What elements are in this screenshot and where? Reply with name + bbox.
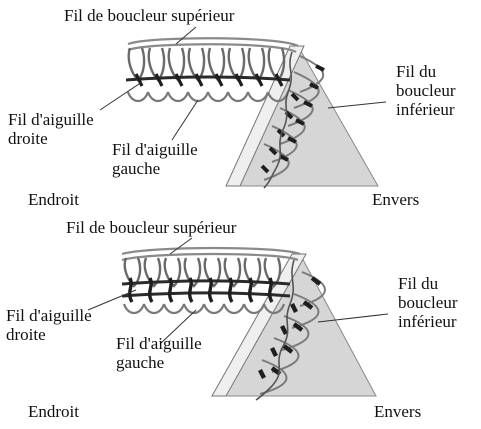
label-line: Fil d'aiguille xyxy=(112,140,198,159)
lower-looper-knots xyxy=(260,64,325,174)
label-left-needle-thread: Fil d'aiguille gauche xyxy=(112,140,198,178)
label-line: Fil d'aiguille xyxy=(6,306,92,325)
overlock-stitch-illustration-bottom xyxy=(87,237,389,401)
label-face-side: Endroit xyxy=(28,190,79,209)
needle-thread-band xyxy=(121,279,291,298)
label-upper-looper-thread: Fil de boucleur supérieur xyxy=(66,218,237,237)
needle-thread-stitches xyxy=(128,277,274,303)
label-line: Fil d'aiguille xyxy=(8,110,94,129)
lower-loops-face xyxy=(122,303,286,315)
needle-thread-band xyxy=(125,75,291,82)
edge-wavy-thread xyxy=(255,259,295,401)
label-line: inférieur xyxy=(396,100,455,119)
upper-looper-thread xyxy=(121,246,301,262)
label-lower-looper-thread: Fil du boucleur inférieur xyxy=(396,62,455,119)
label-line: Fil d'aiguille xyxy=(116,334,202,353)
label-back-side: Envers xyxy=(372,190,420,209)
label-line: droite xyxy=(6,325,46,344)
edge-wavy-thread xyxy=(263,51,293,189)
leader-lines xyxy=(99,26,387,141)
label-line: gauche xyxy=(112,159,161,178)
label-line: inférieur xyxy=(398,312,457,331)
label-back-side: Envers xyxy=(374,402,422,421)
label-line: droite xyxy=(8,129,48,148)
label-line: Fil du xyxy=(396,62,437,81)
lower-loops-face xyxy=(126,91,290,103)
upper-looper-loops xyxy=(127,47,286,82)
needle-thread-stitches xyxy=(134,73,284,87)
fabric-edge-band xyxy=(211,253,307,397)
label-face-side: Endroit xyxy=(28,402,79,421)
label-right-needle-thread: Fil d'aiguille droite xyxy=(8,110,94,148)
upper-looper-loops xyxy=(123,257,282,288)
overlock-stitch-illustration-top xyxy=(99,26,387,189)
label-lower-looper-thread: Fil du boucleur inférieur xyxy=(398,274,457,331)
label-line: Fil du xyxy=(398,274,439,293)
label-line: boucleur xyxy=(396,81,456,100)
label-left-needle-thread: Fil d'aiguille gauche xyxy=(116,334,202,372)
stitch-diagram-top: Fil de boucleur supérieur Fil d'aiguille… xyxy=(0,0,481,214)
label-line: boucleur xyxy=(398,293,458,312)
label-line: gauche xyxy=(116,353,165,372)
stitch-diagram-bottom: Fil de boucleur supérieur Fil d'aiguille… xyxy=(0,214,481,428)
leader-lines xyxy=(87,237,389,345)
label-upper-looper-thread: Fil de boucleur supérieur xyxy=(64,6,235,25)
label-right-needle-thread: Fil d'aiguille droite xyxy=(6,306,92,344)
upper-looper-thread xyxy=(127,37,299,53)
